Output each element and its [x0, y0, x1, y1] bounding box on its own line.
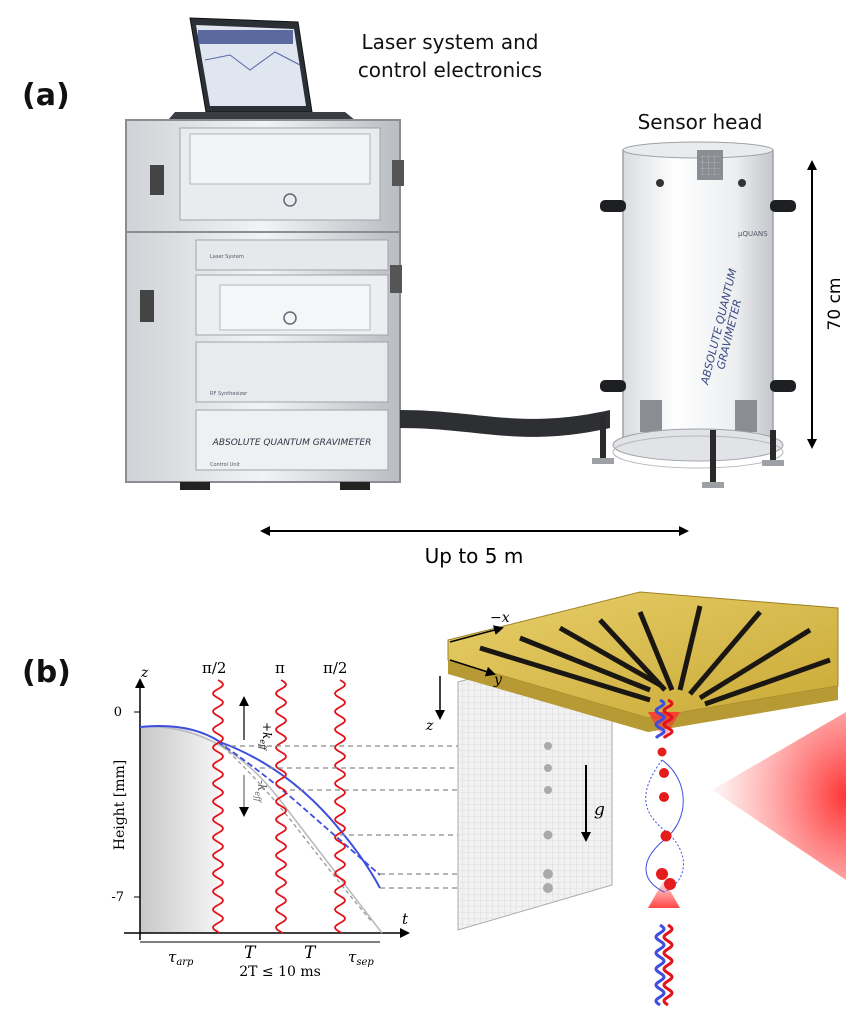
distance-label: Up to 5 m	[425, 544, 524, 568]
rack-front-label: ABSOLUTE QUANTUM GRAVIMETER	[212, 438, 372, 448]
atom-cloud-2	[659, 768, 669, 778]
atom-column	[645, 698, 684, 1007]
blue-beam-wave-top	[654, 698, 666, 739]
rack-small-label-2: RF Synthesizer	[210, 391, 248, 397]
pulse-label-3: π/2	[323, 659, 347, 677]
height-label: 70 cm	[825, 278, 845, 331]
rack-small-label-3: Control Unit	[210, 462, 240, 468]
atom-cloud-1	[657, 747, 667, 757]
k-down-label: -keff	[253, 780, 269, 803]
pulse-wave-1	[212, 679, 224, 934]
z-axis-label: z	[140, 665, 149, 681]
chip-x-axis	[449, 625, 504, 643]
chip-x-label: −x	[490, 610, 510, 626]
atom-cloud-3	[659, 792, 669, 802]
panel-b-label: (b)	[22, 655, 71, 690]
lower-path-dashed	[217, 741, 373, 923]
chip-y-label: y	[493, 672, 503, 688]
pulse-wave-3	[334, 679, 346, 934]
atom-cloud-4	[660, 830, 672, 842]
pulse-label-1: π/2	[202, 659, 226, 677]
chip-y-axis	[449, 659, 496, 677]
atom-cloud-5	[656, 868, 668, 880]
blue-beam-wave-bottom	[654, 923, 666, 1007]
sensor-head-caption: Sensor head	[637, 110, 763, 134]
lower-arm-trajectory	[217, 741, 381, 876]
upper-arm-trajectory	[139, 725, 381, 889]
reference-trajectory	[139, 725, 383, 934]
wavepacket-path-b	[645, 759, 684, 893]
pulse-label-2: π	[275, 659, 285, 677]
laser-caption-line1: Laser system and	[361, 30, 539, 54]
upper-rack	[125, 119, 404, 233]
gravity-label: g	[594, 800, 605, 820]
side-laser-cone	[712, 712, 846, 880]
laser-caption-line2: control electronics	[357, 58, 543, 82]
panel-a-label: (a)	[22, 78, 70, 113]
laptop	[168, 17, 355, 120]
trajectory-plot: z t 0 -7 Height [mm] π/2 π π/2 +keff -ke…	[111, 659, 410, 980]
laser-system-caption: Laser system and control electronics	[320, 28, 580, 84]
detection-screen: g	[457, 639, 613, 931]
y-tick-0: 0	[114, 705, 122, 720]
constraint-label: 2T ≤ 10 ms	[239, 964, 321, 980]
cable-bundle	[400, 410, 610, 437]
pulse-wave-2	[275, 679, 287, 934]
atom-chip	[447, 591, 839, 732]
height-axis-label: Height [mm]	[112, 760, 128, 851]
sensor-logo: μQUANS	[738, 230, 768, 238]
sensor-head: μQUANS ABSOLUTE QUANTUM GRAVIMETER	[592, 141, 796, 488]
rack-small-label-1: Laser System	[210, 254, 244, 260]
t-axis-label: t	[402, 910, 409, 928]
lower-rack: ABSOLUTE QUANTUM GRAVIMETER Laser System…	[125, 231, 402, 490]
tau-arp-label: τarp	[168, 948, 194, 968]
y-tick-7: -7	[111, 890, 124, 905]
T2-label: T	[304, 943, 317, 963]
upward-beam	[648, 880, 680, 908]
T1-label: T	[244, 943, 257, 963]
arp-shaded-region	[140, 726, 218, 933]
red-beam-wave-top	[662, 698, 674, 739]
atom-cloud-6	[664, 878, 676, 890]
red-beam-wave-bottom	[662, 923, 674, 1007]
tau-sep-label: τsep	[348, 948, 374, 968]
k-up-label: +keff	[258, 722, 274, 751]
chip-z-label: z	[425, 718, 434, 734]
